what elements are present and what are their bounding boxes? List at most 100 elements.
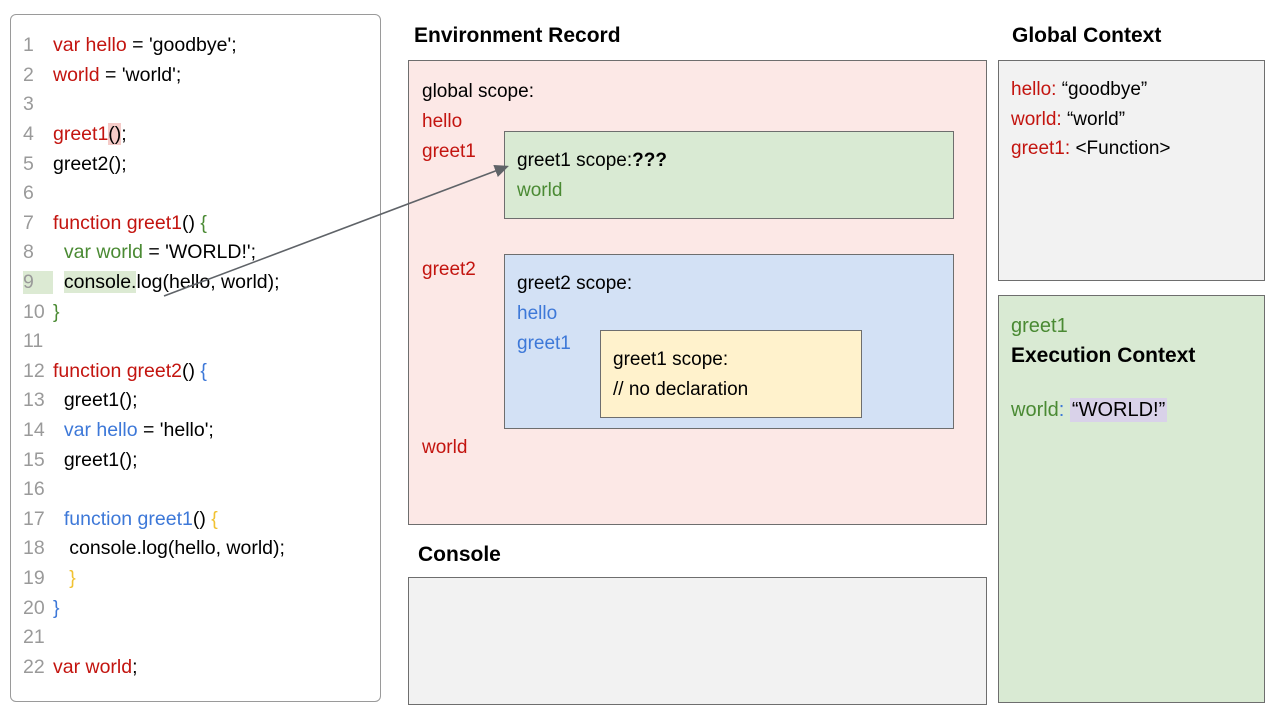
code-segment: greet1(); <box>53 389 138 412</box>
global-scope-var-greet1: greet1 <box>422 141 476 162</box>
global-context-entry-greet1: greet1: <Function> <box>1011 134 1252 164</box>
code-segment: () <box>108 123 122 146</box>
code-text: greet2(); <box>53 153 127 176</box>
code-text: function greet1() { <box>53 508 218 531</box>
code-line: 16 <box>23 475 380 505</box>
code-segment: var world <box>53 655 133 678</box>
code-text: console.log(hello, world); <box>53 271 280 294</box>
code-segment: = 'WORLD!'; <box>142 241 257 264</box>
code-text: var hello = 'hello'; <box>53 419 214 442</box>
entry-value: “world” <box>1066 108 1126 130</box>
code-segment <box>53 241 64 263</box>
line-number: 6 <box>23 182 34 205</box>
entry-name: world: <box>1011 108 1062 130</box>
code-text: } <box>53 567 76 590</box>
code-segment: = 'world'; <box>99 63 182 86</box>
line-number: 8 <box>23 241 34 264</box>
code-line: 17 function greet1() { <box>23 505 380 535</box>
code-line: 9 console.log(hello, world); <box>23 268 380 298</box>
code-line: 8 var world = 'WORLD!'; <box>23 238 380 268</box>
inner-greet1-scope-title: greet1 scope: <box>613 349 729 370</box>
greet2-scope-var-hello: hello <box>517 303 558 324</box>
code-segment: } <box>69 566 76 589</box>
greet1-scope-unknown: ??? <box>632 150 667 171</box>
code-line: 3 <box>23 90 380 120</box>
global-context-entry-world: world: “world” <box>1011 105 1252 135</box>
execution-context-function-name: greet1 <box>1011 315 1068 337</box>
global-context-title: Global Context <box>1012 24 1162 47</box>
console-output-box <box>408 577 987 705</box>
line-number: 13 <box>23 389 45 412</box>
code-text: var world; <box>53 656 138 679</box>
code-segment: function greet2 <box>53 359 183 382</box>
execution-context-title: Execution Context <box>1011 344 1196 367</box>
code-text: function greet2() { <box>53 360 207 383</box>
global-scope-box: global scope: hello greet1 greet2 world … <box>408 60 987 525</box>
code-segment: = 'hello'; <box>137 419 214 442</box>
line-number: 16 <box>23 478 45 501</box>
code-line: 21 <box>23 623 380 653</box>
code-segment: greet1(); <box>53 448 138 471</box>
code-line: 6 <box>23 179 380 209</box>
code-text: } <box>53 301 60 324</box>
variable-value: “WORLD!” <box>1069 398 1168 422</box>
code-text: function greet1() { <box>53 212 207 235</box>
code-text: greet1(); <box>53 449 138 472</box>
code-line: 19 } <box>23 564 380 594</box>
execution-context-box: greet1 Execution Context world: “WORLD!” <box>998 295 1265 703</box>
line-number: 19 <box>23 566 45 589</box>
greet2-scope-var-greet1: greet1 <box>517 333 571 354</box>
code-segment <box>53 419 64 441</box>
environment-record-title: Environment Record <box>414 24 621 47</box>
code-segment: ; <box>121 123 127 146</box>
code-segment: { <box>211 507 218 530</box>
code-line: 10} <box>23 297 380 327</box>
global-scope-var-hello: hello <box>422 111 463 132</box>
code-segment: var hello <box>53 34 127 57</box>
code-segment: console. <box>63 271 137 294</box>
line-number: 21 <box>23 626 45 649</box>
code-segment: var world <box>63 241 143 264</box>
greet2-scope-title: greet2 scope: <box>517 273 633 294</box>
line-number: 9 <box>23 271 53 295</box>
console-title: Console <box>418 543 501 566</box>
entry-value: “goodbye” <box>1061 79 1148 100</box>
code-segment: world <box>53 63 100 86</box>
variable-name: world <box>1011 399 1059 421</box>
inner-greet1-scope-comment: // no declaration <box>613 379 749 400</box>
execution-context-variable: world: “WORLD!” <box>1011 398 1252 422</box>
code-text: var hello = 'goodbye'; <box>53 34 237 57</box>
code-segment: log(hello, world); <box>136 271 280 294</box>
code-line: 15 greet1(); <box>23 445 380 475</box>
code-segment: } <box>53 596 60 619</box>
code-line: 13 greet1(); <box>23 386 380 416</box>
code-line: 14 var hello = 'hello'; <box>23 416 380 446</box>
line-number: 2 <box>23 63 34 86</box>
code-text: console.log(hello, world); <box>53 537 285 560</box>
code-segment: console.log(hello, world); <box>53 537 285 560</box>
variable-colon: : <box>1058 399 1065 421</box>
code-line: 18 console.log(hello, world); <box>23 534 380 564</box>
code-segment: greet2(); <box>53 152 127 175</box>
code-segment: function greet1 <box>63 507 193 530</box>
code-segment <box>53 508 64 530</box>
global-scope-var-world: world <box>422 437 468 458</box>
line-number: 4 <box>23 123 34 146</box>
code-segment: { <box>200 211 207 234</box>
code-segment <box>53 567 69 589</box>
code-segment <box>53 271 64 293</box>
line-number: 18 <box>23 537 45 560</box>
code-segment: { <box>200 359 207 382</box>
code-segment: var hello <box>63 419 138 442</box>
greet1-scope-var-world: world <box>517 180 563 201</box>
greet2-scope-box: greet2 scope: hello greet1 greet1 scope:… <box>504 254 954 429</box>
global-context-entry-hello: hello: “goodbye” <box>1011 75 1252 105</box>
code-text: } <box>53 597 60 620</box>
entry-name: hello: <box>1011 79 1057 100</box>
line-number: 11 <box>23 330 44 353</box>
